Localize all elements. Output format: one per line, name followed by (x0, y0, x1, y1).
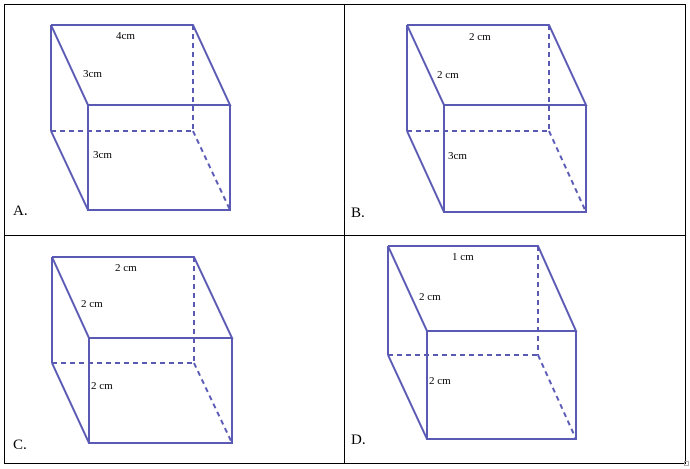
option-d-cell[interactable]: 1 cm 2 cm 2 cm D. (345, 236, 685, 463)
option-d-cuboid (387, 245, 578, 440)
option-c-cell[interactable]: 2 cm 2 cm 2 cm C. (5, 236, 345, 463)
option-c-letter: C. (13, 437, 27, 453)
option-d-side-label: 2 cm (419, 291, 441, 303)
option-a-letter: A. (13, 203, 28, 219)
option-b-top-label: 2 cm (469, 31, 491, 43)
option-a-cell[interactable]: 4cm 3cm 3cm A. (5, 5, 345, 236)
option-c-cuboid (51, 256, 234, 444)
option-c-side-label: 2 cm (81, 298, 103, 310)
option-b-height-label: 3cm (448, 150, 467, 162)
resize-handle-icon (684, 461, 689, 466)
option-a-top-label: 4cm (116, 30, 135, 42)
option-c-height-label: 2 cm (91, 380, 113, 392)
option-c-top-label: 2 cm (115, 262, 137, 274)
option-d-height-label: 2 cm (429, 375, 451, 387)
option-b-letter: B. (351, 205, 365, 221)
option-b-cell[interactable]: 2 cm 2 cm 3cm B. (345, 5, 685, 236)
options-table: 4cm 3cm 3cm A. 2 cm 2 cm 3cm B. (4, 4, 686, 464)
option-b-side-label: 2 cm (437, 69, 459, 81)
option-a-height-label: 3cm (93, 149, 112, 161)
option-a-side-label: 3cm (83, 68, 102, 80)
option-b-cuboid (406, 24, 588, 213)
option-a-cuboid (50, 24, 232, 211)
option-d-letter: D. (351, 432, 366, 448)
option-d-top-label: 1 cm (452, 251, 474, 263)
